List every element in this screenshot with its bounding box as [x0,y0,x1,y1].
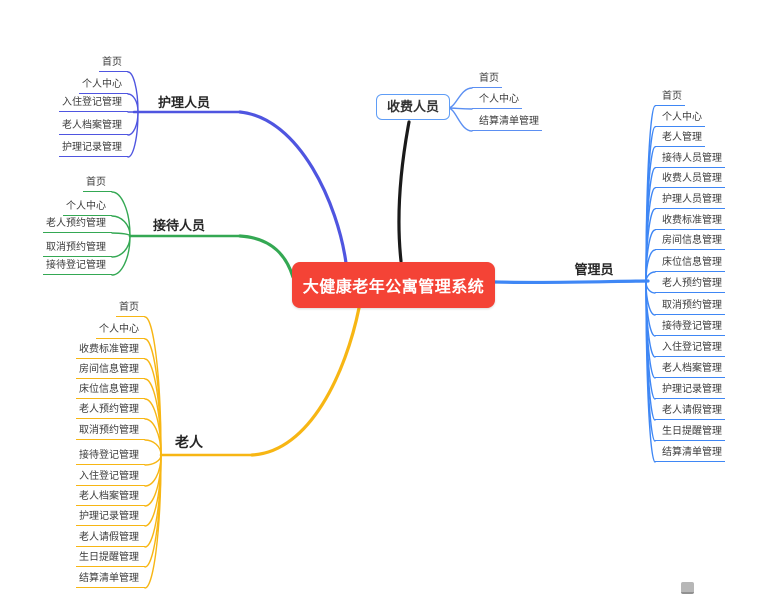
branch-line-elderly [250,306,361,457]
branch-line-fee-staff [397,120,411,263]
leaf-connector-fee-staff-0 [447,87,473,109]
leaf-node-elderly-8[interactable]: 入住登记管理 [76,469,145,486]
leaf-node-reception-staff-0[interactable]: 首页 [83,175,112,192]
leaf-node-elderly-10[interactable]: 护理记录管理 [76,509,145,526]
leaf-connector-reception-staff-2 [111,232,131,237]
leaf-node-fee-staff-2[interactable]: 结算清单管理 [472,114,542,131]
leaf-connector-nursing-staff-4 [127,111,139,158]
branch-node-admin[interactable]: 管理员 [574,261,614,277]
leaf-connector-reception-staff-1 [111,215,131,237]
leaf-node-elderly-9[interactable]: 老人档案管理 [76,489,145,506]
leaf-node-admin-9[interactable]: 老人预约管理 [655,276,725,293]
leaf-connector-admin-9 [645,281,656,294]
leaf-node-nursing-staff-3[interactable]: 老人档案管理 [59,118,128,135]
leaf-node-elderly-2[interactable]: 收费标准管理 [76,342,145,359]
leaf-connector-fee-staff-2 [447,107,473,132]
leaf-node-admin-16[interactable]: 生日提醒管理 [655,424,725,441]
leaf-node-nursing-staff-2[interactable]: 入住登记管理 [59,95,128,112]
leaf-connector-elderly-6 [144,439,162,456]
leaf-node-elderly-7[interactable]: 接待登记管理 [76,448,145,465]
leaf-node-elderly-11[interactable]: 老人请假管理 [76,530,145,547]
leaf-node-nursing-staff-4[interactable]: 护理记录管理 [59,140,128,157]
leaf-connector-elderly-7 [144,454,162,466]
leaf-connector-nursing-staff-0 [127,71,139,113]
leaf-node-elderly-3[interactable]: 房间信息管理 [76,362,145,379]
leaf-node-elderly-5[interactable]: 老人预约管理 [76,402,145,419]
leaf-node-admin-17[interactable]: 结算清单管理 [655,445,725,462]
leaf-node-elderly-12[interactable]: 生日提醒管理 [76,550,145,567]
leaf-node-reception-staff-3[interactable]: 取消预约管理 [43,240,112,257]
leaf-connector-elderly-13 [144,454,162,589]
branch-node-fee-staff[interactable]: 收费人员 [376,94,450,120]
leaf-node-admin-8[interactable]: 床位信息管理 [655,255,725,272]
leaf-node-fee-staff-1[interactable]: 个人中心 [472,92,522,109]
leaf-node-reception-staff-2[interactable]: 老人预约管理 [43,216,112,233]
leaf-node-nursing-staff-0[interactable]: 首页 [99,55,128,72]
leaf-node-fee-staff-0[interactable]: 首页 [472,71,502,88]
branch-node-reception-staff[interactable]: 接待人员 [152,217,206,233]
branch-line-reception-staff [238,234,295,279]
leaf-node-reception-staff-1[interactable]: 个人中心 [63,199,112,216]
watermark-mark [681,582,694,594]
leaf-node-admin-14[interactable]: 护理记录管理 [655,382,725,399]
leaf-connector-nursing-staff-1 [127,93,139,113]
leaf-node-elderly-13[interactable]: 结算清单管理 [76,571,145,588]
leaf-node-admin-5[interactable]: 护理人员管理 [655,192,725,209]
leaf-node-admin-4[interactable]: 收费人员管理 [655,171,725,188]
branch-underline-admin [493,279,650,285]
leaf-node-admin-6[interactable]: 收费标准管理 [655,213,725,230]
leaf-node-admin-10[interactable]: 取消预约管理 [655,298,725,315]
leaf-node-nursing-staff-1[interactable]: 个人中心 [79,77,128,94]
central-topic-node[interactable]: 大健康老年公寓管理系统 [292,262,495,308]
leaf-node-admin-1[interactable]: 个人中心 [655,110,705,127]
leaf-node-admin-11[interactable]: 接待登记管理 [655,319,725,336]
leaf-node-elderly-0[interactable]: 首页 [116,300,145,317]
leaf-node-admin-0[interactable]: 首页 [655,89,685,106]
leaf-node-reception-staff-4[interactable]: 接待登记管理 [43,258,112,275]
leaf-connector-admin-8 [645,271,656,283]
leaf-node-elderly-4[interactable]: 床位信息管理 [76,382,145,399]
leaf-connector-reception-staff-0 [111,191,131,237]
leaf-connector-admin-7 [645,249,656,283]
branch-node-nursing-staff[interactable]: 护理人员 [157,94,211,110]
leaf-connector-reception-staff-3 [111,235,131,258]
leaf-connector-reception-staff-4 [111,235,131,276]
leaf-node-admin-7[interactable]: 房间信息管理 [655,233,725,250]
leaf-node-elderly-1[interactable]: 个人中心 [96,322,145,339]
leaf-node-admin-13[interactable]: 老人档案管理 [655,361,725,378]
branch-line-nursing-staff [238,110,348,265]
leaf-node-admin-2[interactable]: 老人管理 [655,130,705,147]
leaf-node-admin-3[interactable]: 接待人员管理 [655,151,725,168]
leaf-node-admin-15[interactable]: 老人请假管理 [655,403,725,420]
leaf-node-admin-12[interactable]: 入住登记管理 [655,340,725,357]
branch-node-elderly[interactable]: 老人 [175,434,203,450]
leaf-connector-admin-17 [645,281,656,463]
leaf-node-elderly-6[interactable]: 取消预约管理 [76,423,145,440]
